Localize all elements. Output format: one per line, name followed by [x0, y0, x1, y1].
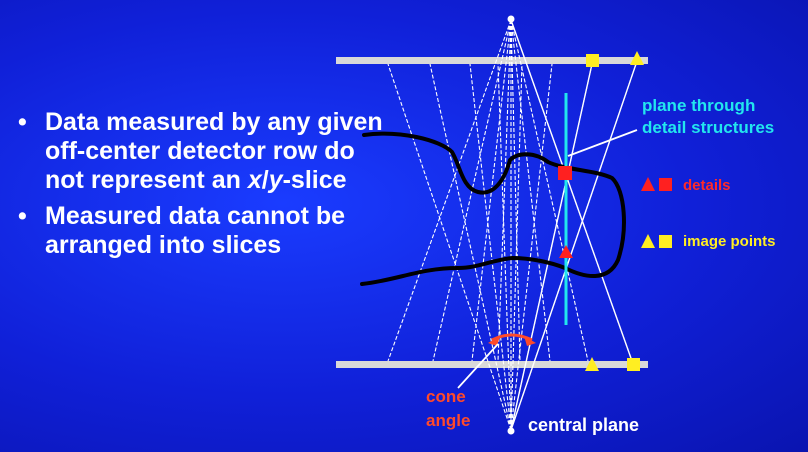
cone-arrow-right	[524, 336, 536, 346]
plane-label: plane through detail structures	[642, 95, 774, 139]
x-ray-fan	[387, 19, 637, 431]
cone-label-line1: cone	[426, 387, 466, 406]
bullet-1-text-b: -slice	[282, 166, 347, 194]
yellow-triangle-icon	[641, 234, 655, 248]
yellow-square-bottom	[627, 358, 640, 371]
bullet-dot-icon: •	[18, 108, 27, 136]
bullet-item-1: • Data measured by any given off-center …	[18, 108, 388, 195]
bottom-detector-bar	[336, 361, 648, 368]
yellow-triangle-bottom	[585, 357, 599, 371]
red-triangle-detail	[559, 245, 573, 258]
cone-label-line2: angle	[426, 411, 471, 430]
plane-label-line1: plane through	[642, 96, 756, 115]
plane-pointer-line	[567, 129, 638, 157]
bullet-1-text-x: x	[247, 166, 262, 194]
bullet-2-text: Measured data cannot be arranged into sl…	[45, 202, 346, 259]
object-outline	[360, 131, 626, 286]
bullet-list: • Data measured by any given off-center …	[18, 108, 388, 267]
cone-pointer-line	[457, 343, 499, 389]
image-points-label: image points	[683, 233, 776, 250]
yellow-triangle-top	[630, 51, 644, 65]
red-square-detail	[558, 166, 572, 180]
red-triangle-icon	[641, 177, 655, 191]
bullet-dot-icon: •	[18, 202, 27, 230]
bullet-item-2: • Measured data cannot be arranged into …	[18, 202, 388, 260]
central-plane-label: central plane	[528, 415, 640, 435]
top-focus-point	[507, 15, 515, 23]
bullet-1-text-a: Data measured by any given off-center de…	[45, 108, 383, 194]
yellow-square-icon	[659, 235, 672, 248]
cone-angle-label: cone angle	[426, 385, 470, 433]
plane-label-line2: detail structures	[642, 118, 775, 137]
bottom-focus-point	[507, 427, 515, 435]
details-label: details	[683, 177, 731, 194]
yellow-square-top	[586, 54, 599, 67]
cone-arrow-left	[488, 336, 500, 346]
detail-rays	[510, 19, 637, 431]
top-detector-bar	[336, 57, 648, 64]
red-square-icon	[659, 178, 672, 191]
bullet-1-text-y: y	[268, 166, 283, 194]
bullet-1-text-slash: /	[261, 166, 269, 194]
cone-angle-arc	[491, 333, 533, 342]
